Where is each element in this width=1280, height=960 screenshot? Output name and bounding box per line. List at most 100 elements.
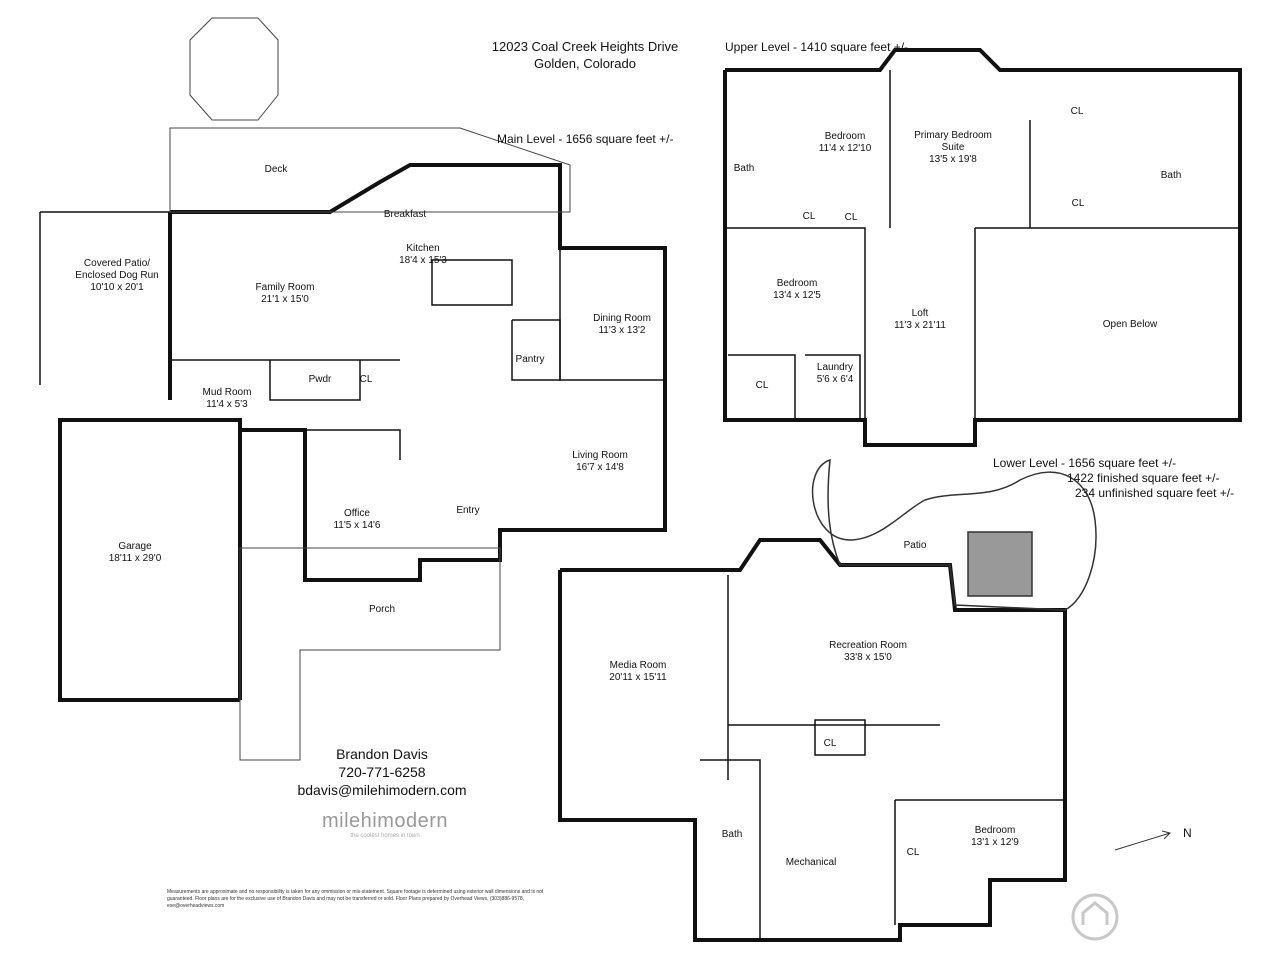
- disclaimer: Measurements are approximate and no resp…: [167, 889, 544, 909]
- room-name: Pwdr: [308, 374, 332, 385]
- room-name: CL: [1070, 106, 1084, 117]
- room-name: Dining Room: [593, 313, 651, 324]
- contact-block: Brandon Davis 720-771-6258 bdavis@milehi…: [287, 745, 477, 799]
- north-label: N: [1183, 826, 1192, 840]
- room-name: Garage: [118, 541, 152, 552]
- room-label: Mechanical: [786, 857, 837, 869]
- room-name: Loft: [911, 308, 929, 319]
- brand-logo: milehimodern the coolest homes in town: [300, 810, 470, 839]
- room-dimensions: 11'5 x 14'6: [333, 520, 381, 531]
- room-label: CL: [360, 374, 373, 386]
- upper-level-title: Upper Level - 1410 square feet +/-: [725, 40, 909, 54]
- room-label: CL: [907, 847, 920, 859]
- room-dimensions: 10'10 x 20'1: [90, 282, 144, 293]
- room-dimensions: 20'11 x 15'11: [609, 672, 667, 683]
- room-dimensions: 5'6 x 6'4: [816, 374, 854, 385]
- room-name: CL: [906, 847, 920, 858]
- room-name: Pantry: [515, 354, 545, 365]
- upper-level-walls: [723, 48, 1242, 447]
- contact-email: bdavis@milehimodern.com: [297, 782, 467, 798]
- room-dimensions: 21'1 x 15'0: [261, 294, 309, 305]
- contact-name: Brandon Davis: [336, 746, 428, 762]
- room-name: Covered Patio/ Enclosed Dog Run: [75, 258, 159, 281]
- contact-phone: 720-771-6258: [338, 764, 426, 780]
- room-label: Pwdr: [309, 374, 332, 386]
- room-name: CL: [755, 380, 769, 391]
- room-label: Entry: [456, 505, 479, 517]
- room-name: Breakfast: [383, 209, 427, 220]
- lower-level-walls: [558, 538, 1067, 942]
- room-label: Breakfast: [384, 209, 426, 221]
- room-dimensions: 11'3 x 13'2: [598, 325, 646, 336]
- room-label: Deck: [265, 164, 288, 176]
- room-name: Bath: [1160, 170, 1182, 181]
- room-dimensions: 11'4 x 12'10: [818, 143, 872, 154]
- room-label: CL: [845, 212, 858, 224]
- lower-level-interior: [700, 458, 1097, 940]
- room-name: Laundry: [816, 362, 854, 373]
- ires-watermark: [1068, 895, 1268, 950]
- room-name: Bath: [721, 829, 743, 840]
- room-name: Bedroom: [974, 825, 1016, 836]
- room-name: Open Below: [1102, 319, 1158, 330]
- lower-level-title: Lower Level - 1656 square feet +/-: [993, 456, 1177, 470]
- room-dimensions: 13'5 x 19'8: [929, 154, 977, 165]
- room-name: Office: [344, 508, 370, 519]
- room-name: Bedroom: [824, 131, 866, 142]
- main-level-interior: [39, 211, 665, 460]
- room-name: CL: [359, 374, 373, 385]
- room-name: Kitchen: [406, 243, 440, 254]
- room-name: Recreation Room: [829, 640, 907, 651]
- room-label: Bath: [722, 829, 743, 841]
- room-label: CL: [756, 380, 769, 392]
- room-label: Open Below: [1103, 319, 1157, 331]
- room-label: Pantry: [516, 354, 545, 366]
- room-name: CL: [802, 211, 816, 222]
- main-level-walls: [58, 163, 667, 702]
- address-header: 12023 Coal Creek Heights Drive Golden, C…: [470, 38, 700, 72]
- main-level-title: Main Level - 1656 square feet +/-: [497, 132, 674, 146]
- room-name: Porch: [368, 604, 396, 615]
- ires-house-icon: [1071, 893, 1119, 941]
- room-dimensions: 18'11 x 29'0: [108, 553, 162, 564]
- room-dimensions: 11'3 x 21'11: [894, 320, 946, 331]
- room-name: CL: [823, 738, 837, 749]
- room-name: Bath: [733, 163, 755, 174]
- room-label: CL: [1071, 106, 1084, 118]
- room-name: Entry: [456, 505, 480, 516]
- room-name: Living Room: [572, 450, 628, 461]
- room-label: Patio: [904, 540, 927, 552]
- room-name: Media Room: [609, 660, 667, 671]
- room-name: Deck: [264, 164, 288, 175]
- room-dimensions: 18'4 x 15'3: [399, 255, 447, 266]
- room-dimensions: 11'4 x 5'3: [206, 399, 248, 410]
- room-name: Patio: [903, 540, 927, 551]
- room-dimensions: 33'8 x 15'0: [844, 652, 892, 663]
- deck-boards: [169, 17, 571, 761]
- room-name: CL: [844, 212, 858, 223]
- room-name: Primary Bedroom Suite: [914, 130, 992, 153]
- room-dimensions: 13'4 x 12'5: [773, 290, 821, 301]
- room-label: Bath: [1161, 170, 1182, 182]
- room-label: CL: [1072, 198, 1085, 210]
- upper-level-interior: [725, 70, 1240, 420]
- room-name: Mechanical: [785, 857, 837, 868]
- address-line-2: Golden, Colorado: [534, 56, 636, 71]
